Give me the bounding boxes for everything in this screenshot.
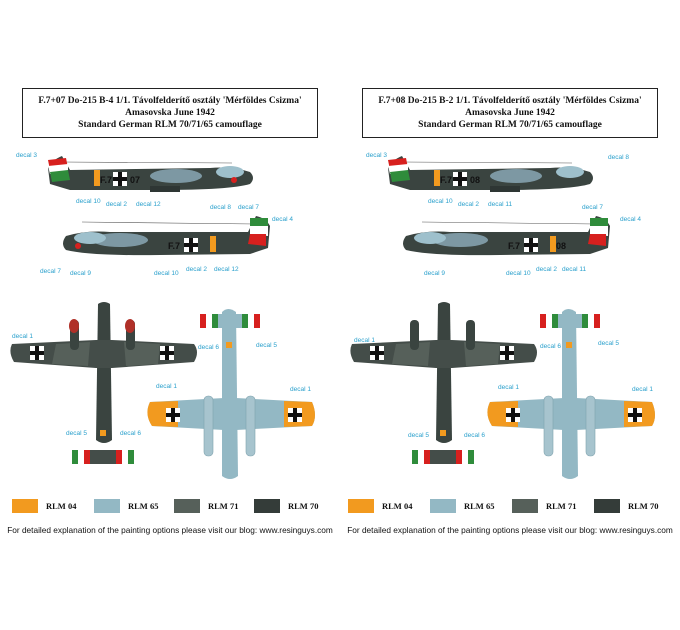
callout-decal: decal 1 bbox=[354, 337, 375, 344]
swatch-rlm71 bbox=[174, 499, 200, 513]
legend-label: RLM 70 bbox=[628, 501, 659, 511]
callout-decal: decal 5 bbox=[408, 432, 429, 439]
callout-decal: decal 10 bbox=[506, 270, 531, 277]
callout-decal: decal 12 bbox=[136, 201, 161, 208]
callout-decal: decal 1 bbox=[290, 386, 311, 393]
footer-note: For detailed explanation of the painting… bbox=[347, 525, 673, 535]
callout-decal: decal 2 bbox=[536, 266, 557, 273]
swatch-rlm71 bbox=[512, 499, 538, 513]
callout-decal: decal 6 bbox=[120, 430, 141, 437]
callout-decal: decal 4 bbox=[272, 216, 293, 223]
callout-decal: decal 6 bbox=[198, 344, 219, 351]
side-profile-top: F.7 07 bbox=[48, 156, 253, 192]
color-legend: RLM 04 RLM 65 RLM 71 RLM 70 bbox=[340, 497, 680, 519]
callout-decal: decal 12 bbox=[214, 266, 239, 273]
title-box: F.7+07 Do-215 B-4 1/1. Távolfelderítő os… bbox=[22, 88, 318, 138]
callout-decal: decal 10 bbox=[76, 198, 101, 205]
callout-decal: decal 3 bbox=[16, 152, 37, 159]
swatch-rlm70 bbox=[594, 499, 620, 513]
code-left: F.7 bbox=[100, 175, 112, 185]
swatch-rlm65 bbox=[94, 499, 120, 513]
title-line-3: Standard German RLM 70/71/65 camouflage bbox=[78, 120, 262, 130]
code-right: 08 bbox=[470, 175, 480, 185]
balkenkreuz bbox=[113, 172, 127, 186]
svg-text:08: 08 bbox=[556, 241, 566, 251]
callout-decal: decal 4 bbox=[620, 216, 641, 223]
callout-decal: decal 2 bbox=[186, 266, 207, 273]
callout-decal: decal 10 bbox=[428, 198, 453, 205]
callout-decal: decal 8 bbox=[608, 154, 629, 161]
legend-label: RLM 71 bbox=[546, 501, 577, 511]
callout-decal: decal 3 bbox=[366, 152, 387, 159]
callout-decal: decal 11 bbox=[562, 266, 587, 273]
legend-label: RLM 04 bbox=[382, 501, 413, 511]
callout-decal: decal 1 bbox=[12, 333, 33, 340]
footer-note: For detailed explanation of the painting… bbox=[7, 525, 333, 535]
swatch-rlm04 bbox=[348, 499, 374, 513]
profile-sheet-right: F.7+08 Do-215 B-2 1/1. Távolfelderítő os… bbox=[340, 0, 680, 630]
swatch-rlm70 bbox=[254, 499, 280, 513]
side-profile-bottom: F.7 bbox=[63, 216, 270, 256]
callout-decal: decal 2 bbox=[458, 201, 479, 208]
legend-label: RLM 65 bbox=[128, 501, 159, 511]
callout-decal: decal 6 bbox=[464, 432, 485, 439]
profile-sheet-left: F.7+07 Do-215 B-4 1/1. Távolfelderítő os… bbox=[0, 88, 340, 535]
bottom-view bbox=[487, 309, 655, 479]
aircraft-drawings: F.7 08 F.7 08 bbox=[350, 156, 655, 479]
title-line-2: Amasovska June 1942 bbox=[465, 108, 555, 118]
aircraft-drawings: F.7 07 F.7 bbox=[10, 156, 315, 479]
callout-decal: decal 5 bbox=[256, 342, 277, 349]
legend-label: RLM 04 bbox=[46, 501, 77, 511]
callout-decal: decal 8 bbox=[210, 204, 231, 211]
callout-decal: decal 1 bbox=[156, 383, 177, 390]
swatch-rlm04 bbox=[12, 499, 38, 513]
callout-decal: decal 6 bbox=[540, 343, 561, 350]
legend-label: RLM 65 bbox=[464, 501, 495, 511]
callout-decal: decal 1 bbox=[498, 384, 519, 391]
swatch-rlm65 bbox=[430, 499, 456, 513]
title-box: F.7+08 Do-215 B-2 1/1. Távolfelderítő os… bbox=[362, 88, 658, 138]
callout-decal: decal 10 bbox=[154, 270, 179, 277]
callout-decal: decal 7 bbox=[238, 204, 259, 211]
svg-text:F.7: F.7 bbox=[168, 241, 180, 251]
code-right: 07 bbox=[130, 175, 140, 185]
side-profile-top: F.7 08 bbox=[388, 156, 593, 192]
title-line-1: F.7+07 Do-215 B-4 1/1. Távolfelderítő os… bbox=[38, 96, 302, 106]
code-left: F.7 bbox=[440, 175, 452, 185]
title-line-3: Standard German RLM 70/71/65 camouflage bbox=[418, 120, 602, 130]
callout-decal: decal 1 bbox=[632, 386, 653, 393]
side-profile-bottom: F.7 08 bbox=[403, 216, 610, 256]
color-legend: RLM 04 RLM 65 RLM 71 RLM 70 bbox=[0, 497, 340, 519]
top-view bbox=[10, 302, 198, 464]
callout-decal: decal 5 bbox=[598, 340, 619, 347]
callout-decal: decal 2 bbox=[106, 201, 127, 208]
bottom-view bbox=[147, 309, 315, 479]
callout-decal: decal 5 bbox=[66, 430, 87, 437]
callout-decal: decal 7 bbox=[40, 268, 61, 275]
title-line-1: F.7+08 Do-215 B-2 1/1. Távolfelderítő os… bbox=[378, 96, 642, 106]
callout-decal: decal 11 bbox=[488, 201, 513, 208]
svg-text:F.7: F.7 bbox=[508, 241, 520, 251]
top-view bbox=[350, 302, 537, 464]
callout-decal: decal 9 bbox=[424, 270, 445, 277]
legend-label: RLM 70 bbox=[288, 501, 319, 511]
legend-label: RLM 71 bbox=[208, 501, 239, 511]
callout-decal: decal 7 bbox=[582, 204, 603, 211]
title-line-2: Amasovska June 1942 bbox=[125, 108, 215, 118]
callout-decal: decal 9 bbox=[70, 270, 91, 277]
